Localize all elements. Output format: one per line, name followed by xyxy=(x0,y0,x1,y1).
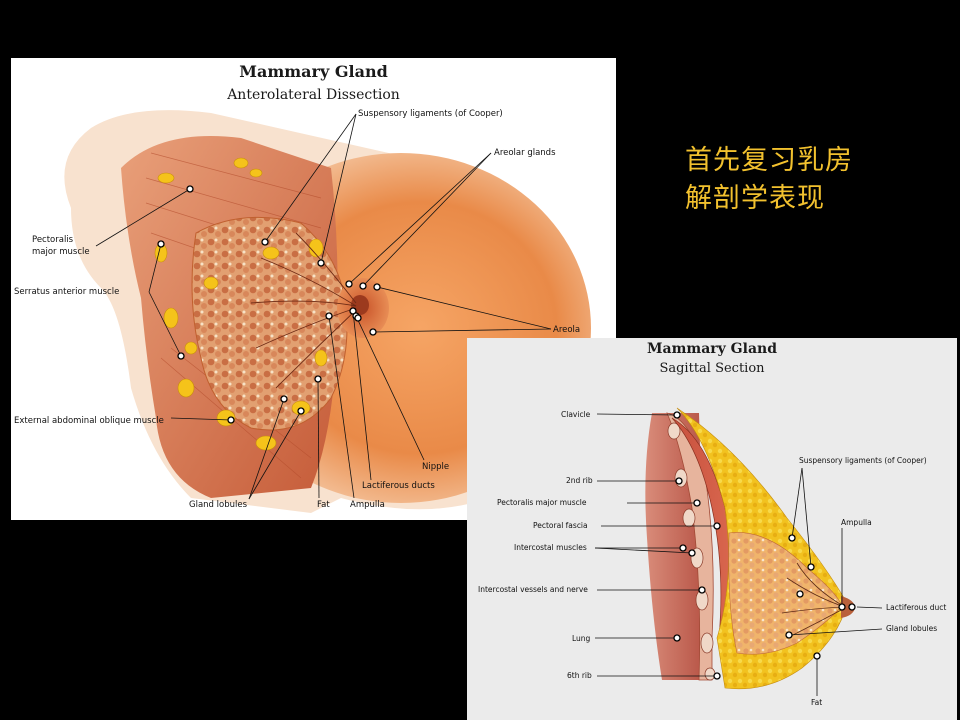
label-2nd-rib: 2nd rib xyxy=(566,476,593,485)
label-areola: Areola xyxy=(553,325,580,335)
label-intercostal-vessels: Intercostal vessels and nerve xyxy=(478,585,588,594)
figure2-subtitle: Sagittal Section xyxy=(659,361,765,376)
anterolateral-illustration: Suspensory ligaments (of Cooper) Areolar… xyxy=(14,109,591,513)
label-gland-lobules: Gland lobules xyxy=(189,500,248,510)
figure1-subtitle: Anterolateral Dissection xyxy=(227,87,400,103)
label-suspensory-ligaments: Suspensory ligaments (of Cooper) xyxy=(358,109,503,119)
label-gland-lobules-2: Gland lobules xyxy=(886,624,937,633)
label-fat: Fat xyxy=(317,500,330,510)
caption-line2: 解剖学表现 xyxy=(685,183,825,214)
label-pectoral-fascia: Pectoral fascia xyxy=(533,521,588,530)
slide-caption: 首先复习乳房 解剖学表现 xyxy=(685,142,853,218)
label-nipple: Nipple xyxy=(422,462,449,472)
label-lactiferous-ducts: Lactiferous ducts xyxy=(362,481,435,491)
label-6th-rib: 6th rib xyxy=(567,671,592,680)
figure1-title: Mammary Gland xyxy=(239,62,388,81)
label-pectoralis-line2: major muscle xyxy=(32,247,90,257)
label-lung: Lung xyxy=(572,634,591,643)
label-lactiferous-duct: Lactiferous duct xyxy=(886,603,946,612)
label-areolar-glands: Areolar glands xyxy=(494,148,556,158)
label-serratus-anterior: Serratus anterior muscle xyxy=(14,287,119,297)
figure2-title: Mammary Gland xyxy=(647,341,777,357)
label-ampulla: Ampulla xyxy=(350,500,385,510)
sagittal-illustration: Clavicle 2nd rib Pectoralis major muscle… xyxy=(478,407,946,707)
caption-line1: 首先复习乳房 xyxy=(685,145,853,176)
label-pectoralis-major: Pectoralis major muscle xyxy=(497,498,587,507)
figure-anterolateral-dissection: Mammary Gland Anterolateral Dissection xyxy=(11,58,616,520)
figure-sagittal-section: Mammary Gland Sagittal Section xyxy=(467,338,957,720)
label-fat-2: Fat xyxy=(811,698,822,707)
label-ampulla-2: Ampulla xyxy=(841,518,872,527)
label-intercostal-muscles: Intercostal muscles xyxy=(514,543,587,552)
label-clavicle: Clavicle xyxy=(561,410,591,419)
label-suspensory-ligaments-2: Suspensory ligaments (of Cooper) xyxy=(799,456,927,465)
label-pectoralis-line1: Pectoralis xyxy=(32,235,74,245)
label-external-oblique: External abdominal oblique muscle xyxy=(14,416,164,426)
